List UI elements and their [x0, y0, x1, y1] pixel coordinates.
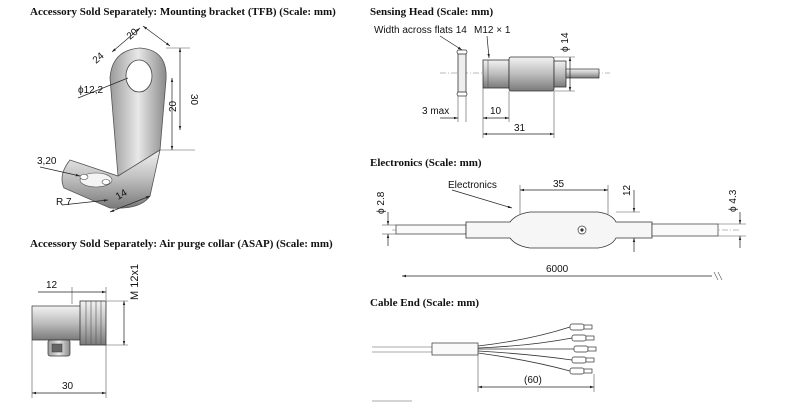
bracket-dim-20-top: 20: [125, 26, 141, 42]
sensing-head-3max: 3 max: [422, 106, 449, 117]
purge-dim-thread: M 12x1: [129, 264, 141, 300]
purge-dim-12: 12: [46, 280, 58, 291]
electronics-label: Electronics: [448, 180, 497, 191]
sensing-head-flats: Width across flats 14: [374, 25, 467, 36]
bracket-dim-diameter: ϕ12,2: [78, 85, 104, 96]
cable-end: (60): [372, 323, 597, 402]
cable-end-dim-60: (60): [524, 375, 542, 386]
electronics-dim-dia43: ϕ 4.3: [728, 189, 739, 212]
mounting-bracket: 20 24 30 20 ϕ12,2 3,20 R 7 14: [37, 25, 199, 213]
purge-dim-30: 30: [62, 381, 74, 392]
electronics-dim-35: 35: [553, 179, 565, 190]
electronics-title: Electronics (Scale: mm): [370, 157, 482, 169]
bracket-dim-30: 30: [188, 94, 199, 106]
electronics-dim-6000: 6000: [546, 264, 569, 275]
electronics-dim-12: 12: [622, 184, 633, 196]
bracket-dim-24: 24: [91, 50, 107, 66]
sensing-head-10: 10: [490, 106, 502, 117]
purge-collar-title: Accessory Sold Separately: Air purge col…: [30, 238, 333, 250]
sensing-head: Width across flats 14 M12 × 1 ϕ 14 3 max…: [374, 25, 610, 138]
electronics-cable: Electronics 35 12 ϕ 2.8 ϕ 4.3 6000: [376, 179, 746, 281]
sensing-head-31: 31: [514, 123, 526, 134]
bracket-dim-14: 14: [114, 187, 130, 202]
sensing-head-dia14: ϕ 14: [560, 32, 571, 52]
electronics-dim-dia28: ϕ 2.8: [376, 191, 387, 214]
bracket-title: Accessory Sold Separately: Mounting brac…: [30, 6, 336, 18]
cable-end-title: Cable End (Scale: mm): [370, 297, 480, 309]
sensing-head-title: Sensing Head (Scale: mm): [370, 6, 494, 18]
bracket-dim-hole: 3,20: [37, 156, 57, 167]
air-purge-collar: 12 M 12x1 30: [31, 264, 141, 398]
sensing-head-thread: M12 × 1: [474, 25, 511, 36]
bracket-dim-20-side: 20: [168, 100, 179, 112]
bracket-dim-radius: R 7: [56, 197, 72, 208]
